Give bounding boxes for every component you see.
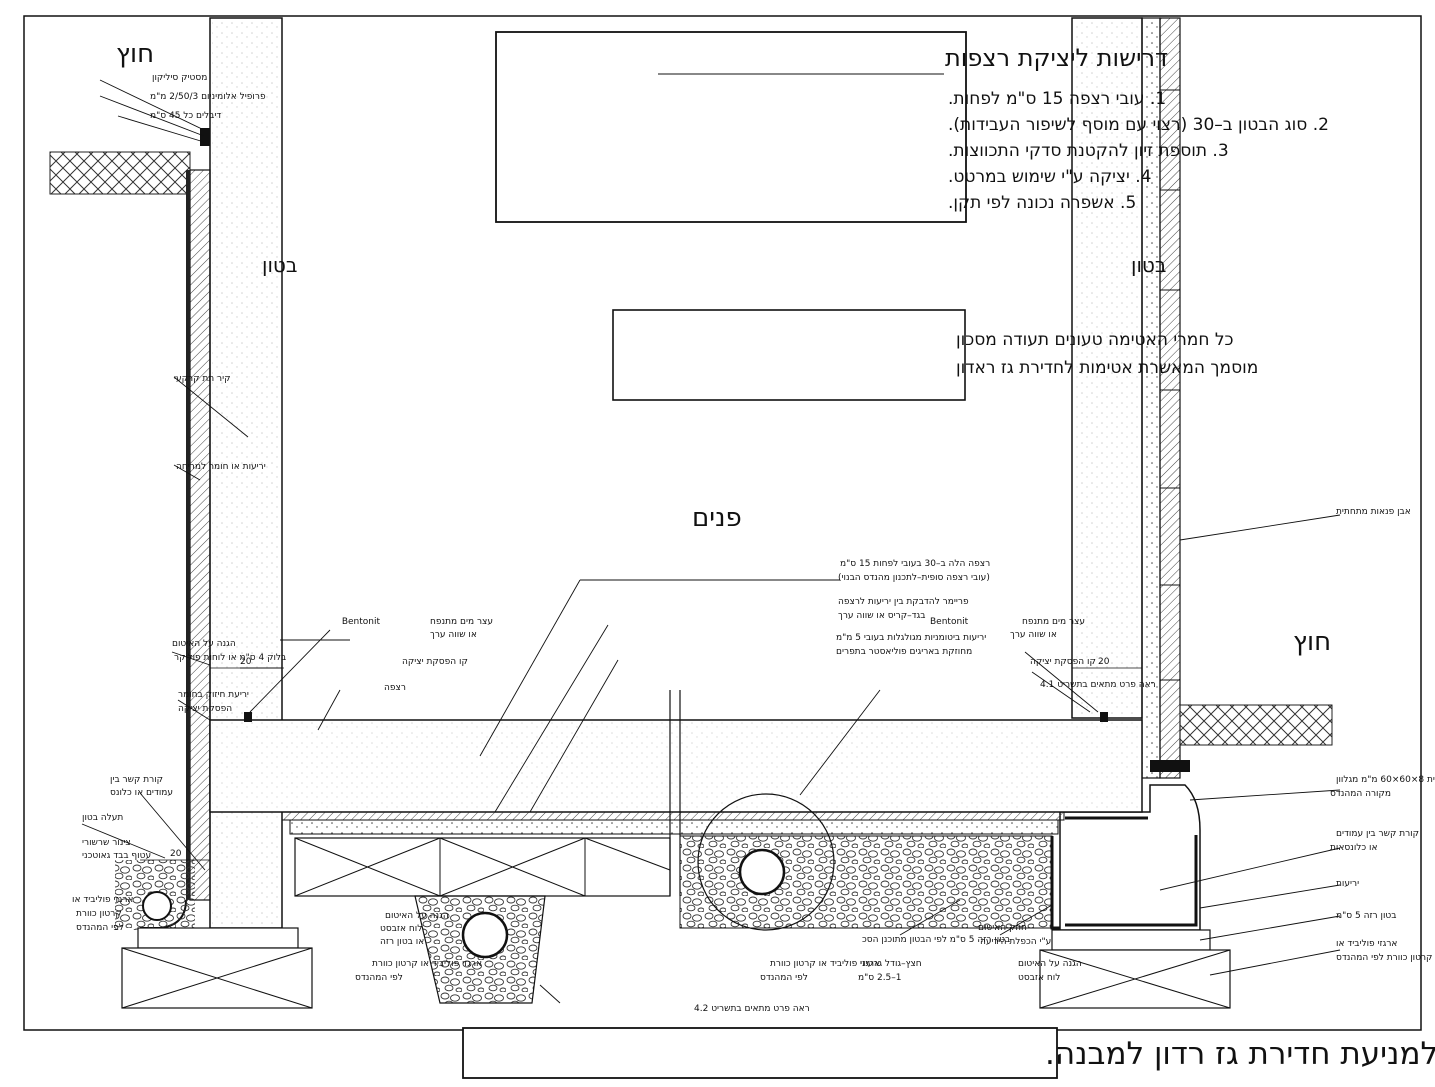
callout-protect-2: לוח אזבסט (380, 924, 422, 934)
callout-dowels: דיבלים כל 45 ס"מ (150, 111, 221, 121)
callout-protection: הגנה על האיטום (172, 639, 236, 649)
label-concrete-left: בטון (262, 253, 297, 277)
callout-voidbox-center-2: לפי המהנדס (355, 973, 403, 983)
bentonit-stop-left (244, 712, 252, 722)
under-slab-membrane (281, 811, 1065, 821)
caption-box (462, 1027, 1058, 1079)
callout-cold-joint: הפסקת יציקה (178, 704, 232, 714)
left-lean-concrete (137, 927, 299, 949)
callout-voidbox-3: לפי המהנדס (76, 923, 124, 933)
callout-pipe-2: עטוף בבד גאוטכני (82, 851, 151, 861)
callout-seal-2: ע"י הכפלת היריעה (980, 937, 1051, 947)
notes-title: דרישות ליציקת רצפות (945, 44, 1168, 72)
callout-underground-wall: קיר תת קרקעי (174, 374, 231, 384)
left-aluminium-profile (200, 128, 210, 146)
callout-grade-beam-2: עמודים או כלונס (110, 788, 173, 798)
label-inside: פנים (692, 503, 742, 533)
notes-box (495, 31, 967, 223)
callout-joint-left: קו הפסקת יציקה (402, 657, 468, 667)
callout-floor: רצפה (384, 683, 406, 693)
void-former-boxes (294, 837, 671, 897)
bentonit-right: Bentonit (930, 617, 969, 627)
callout-gravel-2: 1–2.5 ס"מ (858, 973, 902, 983)
callout-voidbox-right-1: ארגזי פוליביד או (1336, 939, 1397, 949)
callout-protect-right-1: הגנה על האיטום (1018, 959, 1082, 969)
callout-primer-2: בגד–קריס או שווה ערך (838, 611, 925, 621)
callout-block: בלוק 4 ס"מ או לוחות פוליקר (174, 653, 286, 663)
callout-bitumen-2: מחוזקת באריגים פוליאסטר בתפרים (836, 647, 972, 657)
left-waterproofing-layer (189, 169, 211, 901)
callout-alu-profile: פרופיל אלומיניום 2/50/3 מ"מ (150, 92, 266, 102)
callout-angle-2: מקורה המהנדס (1330, 789, 1391, 799)
callout-channel: תעלה בטון (82, 813, 123, 823)
right-stone-cladding (1159, 17, 1181, 779)
callout-cladding: אבן פנאות מתחתית (1336, 507, 1411, 517)
callout-grade-beam-1: קורת קשר בין (110, 775, 163, 785)
trench-drain-pipe (461, 911, 509, 959)
dim-20-left: 20 (240, 657, 252, 667)
callout-angle-1: זוית 8×60×60 מ"מ מגלוון (1336, 775, 1435, 785)
left-protection-block (186, 170, 190, 900)
callout-lean-right: בטון רזה 5 ס"מ (1336, 911, 1396, 921)
callout-waterstop-right-2: או שווה ערך (1010, 630, 1057, 640)
right-lean-concrete (1051, 929, 1211, 951)
callout-voidbox-center-1: ארגזי פוליביד או קרטון כוורת (372, 959, 482, 969)
callout-waterstop-left-1: עצר מים מתנפח (430, 617, 493, 627)
materials-box (612, 309, 966, 401)
sub-slab-lean-concrete (289, 819, 1059, 835)
callout-detail-4-2: ראה פרט מתאים בתשריט 4.2 (694, 1004, 810, 1014)
center-drain-pipe (738, 848, 786, 896)
callout-detail-4-1: ראה פרט מתאים בתשריט 4.1 (1040, 680, 1156, 690)
left-drain-pipe (142, 891, 172, 921)
callout-slab-1: רצפה הלה ב–30 בעובי לפחות 15 ס"מ (840, 559, 990, 569)
dim-20-footing: 20 (170, 849, 182, 859)
note-item-3: 3. תוספת זיון להקטנת סדקי התכווצות. (948, 141, 1229, 161)
callout-silicone: מסטיק סיליקון (152, 73, 207, 83)
callout-voidbox-center-4: לפי המהנדס (760, 973, 808, 983)
callout-reinforce: יריעת חיזוק בחומר (178, 690, 249, 700)
callout-lean-concrete: בטון רזה 5 ס"מ לפי הבטון מתוכנן הסכ (862, 935, 1010, 945)
callout-voidbox-1: ארגזי פוליביד או (72, 895, 133, 905)
materials-line-2: מוסמך המאשרת אטימות לחדירת גז ראדון (956, 358, 1258, 378)
right-steel-angle (1150, 760, 1190, 772)
callout-waterstop-left-2: או שווה ערך (430, 630, 477, 640)
callout-voidbox-right-2: קרטון כוורת לפי המהנדס (1336, 953, 1432, 963)
soil-left-top (49, 151, 191, 195)
detail-circle-4-1 (697, 793, 835, 931)
label-outside-left: חוץ (116, 39, 154, 69)
callout-primer-1: פריימר להדבקת בין יריעות לרצפה (838, 597, 969, 607)
note-item-4: 4. יציקה ע"י שימוש במרטט. (948, 167, 1151, 187)
callout-protect-right-2: לוח אזבסט (1018, 973, 1060, 983)
callout-joint-right: קו הפסקת יציקה (1030, 657, 1096, 667)
callout-pipe-1: צינור שרשורי (82, 838, 131, 848)
callout-bitumen-1: יריעות ביטומניות מגולגלות בעובי 5 מ"מ (836, 633, 986, 643)
callout-protect-1: הגנה על האיטום (385, 911, 449, 921)
note-item-5: 5. אשפרה נכונה לפי תקן. (948, 193, 1136, 213)
right-grade-beam (1059, 784, 1201, 931)
callout-gravel-1: חצץ–גודל גרעיני (860, 959, 922, 969)
callout-voidbox-center-3: ארגזי פוליביד או קרטון כוורת (770, 959, 880, 969)
callout-membranes-right: יריעות (1336, 879, 1359, 889)
gravel-bed (679, 835, 1053, 929)
callout-voidbox-2: קרטון כוורת (76, 909, 122, 919)
callout-membranes: יריעות או חומר למריחה (176, 462, 266, 472)
note-item-2: 2. סוג הבטון ב–30 (רצוי עם מוסף לשיפור ה… (948, 115, 1329, 135)
caption: פרטי דרישות למניעת חדירת גז רדון למבנה. (1045, 1036, 1435, 1072)
label-outside-right: חוץ (1293, 627, 1331, 657)
dim-20-right: 20 (1098, 657, 1110, 667)
note-item-1: 1. עובי רצפה 15 ס"מ לפחות. (948, 89, 1166, 109)
bentonit-stop-right (1100, 712, 1108, 722)
materials-line-1: כל חמרי האטימה טעונים תעודה מסכון (956, 330, 1234, 350)
callout-beam-right-2: או כלונסאות (1330, 843, 1377, 853)
callout-seal-1: חוזק האיטום (978, 923, 1027, 933)
callout-beam-right-1: קורת קשר בין עמודים (1336, 829, 1419, 839)
callout-waterstop-right-1: עצר מים מתנפח (1022, 617, 1085, 627)
callout-slab-2: (עובי רצפה סופית–לתכנון מהנדס הבנוי) (838, 573, 990, 583)
soil-right-top (1179, 704, 1333, 746)
callout-protect-3: או בטון רזה (380, 937, 424, 947)
bentonit-left: Bentonit (342, 617, 381, 627)
label-concrete-right: בטון (1131, 253, 1166, 277)
